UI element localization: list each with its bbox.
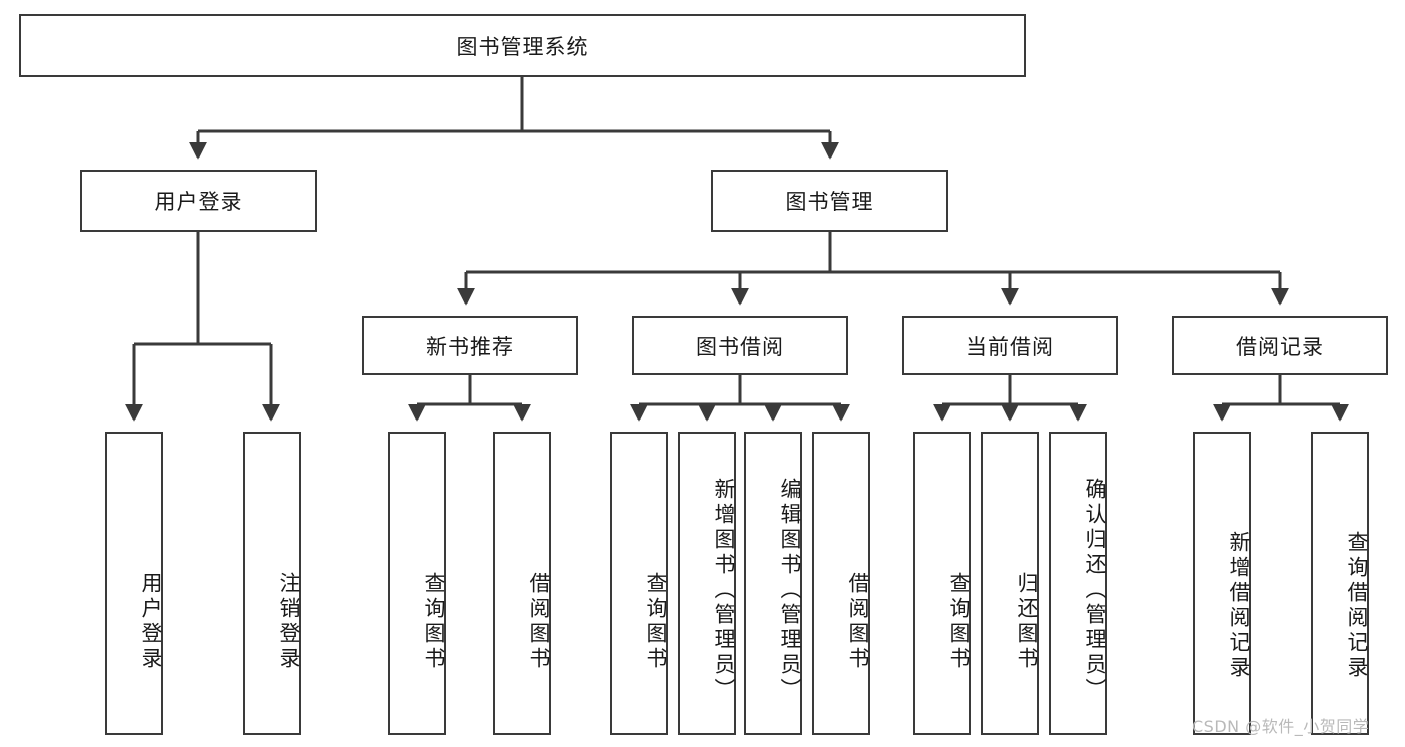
leaf-user-logout[interactable]: 注销登录 — [243, 432, 301, 735]
leaf-edit-book-admin[interactable]: 编辑图书（管理员） — [744, 432, 802, 735]
leaf-confirm-return-admin[interactable]: 确认归还（管理员） — [1049, 432, 1107, 735]
leaf-return-book[interactable]: 归还图书 — [981, 432, 1039, 735]
leaf-borrow-book-borrow[interactable]: 借阅图书 — [812, 432, 870, 735]
csdn-watermark: CSDN @软件_小贺同学 — [1192, 717, 1370, 736]
node-new-book-recommend[interactable]: 新书推荐 — [362, 316, 578, 375]
leaf-borrow-book-recommend[interactable]: 借阅图书 — [493, 432, 551, 735]
node-root-system[interactable]: 图书管理系统 — [19, 14, 1026, 77]
leaf-add-borrow-record[interactable]: 新增借阅记录 — [1193, 432, 1251, 735]
leaf-query-borrow-record[interactable]: 查询借阅记录 — [1311, 432, 1369, 735]
node-current-borrow[interactable]: 当前借阅 — [902, 316, 1118, 375]
leaf-query-book-borrow[interactable]: 查询图书 — [610, 432, 668, 735]
node-borrow-record[interactable]: 借阅记录 — [1172, 316, 1388, 375]
leaf-user-login[interactable]: 用户登录 — [105, 432, 163, 735]
node-book-borrow[interactable]: 图书借阅 — [632, 316, 848, 375]
leaf-query-book-current[interactable]: 查询图书 — [913, 432, 971, 735]
leaf-add-book-admin[interactable]: 新增图书（管理员） — [678, 432, 736, 735]
node-user-login[interactable]: 用户登录 — [80, 170, 317, 232]
leaf-query-book-recommend[interactable]: 查询图书 — [388, 432, 446, 735]
node-book-management[interactable]: 图书管理 — [711, 170, 948, 232]
